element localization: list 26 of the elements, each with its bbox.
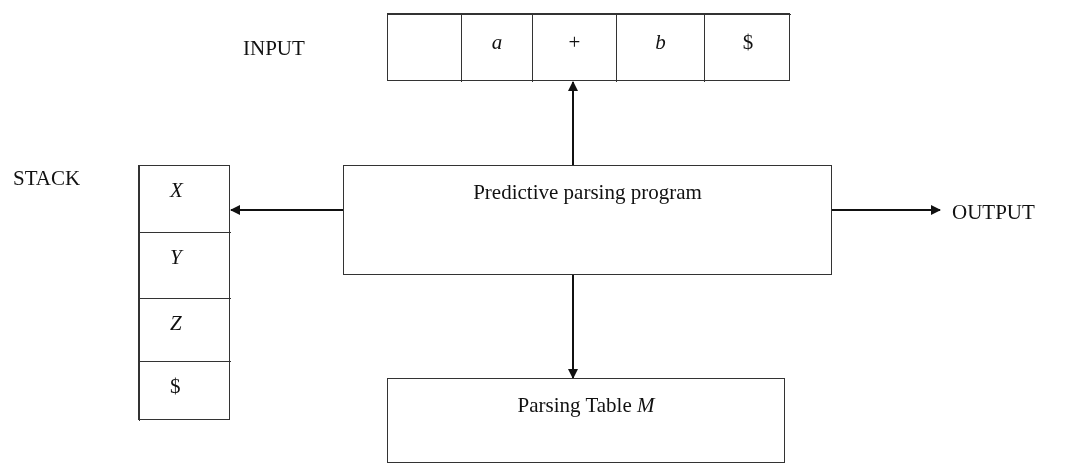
- box-title: Parsing Table M: [517, 393, 655, 417]
- box-title: Predictive parsing program: [473, 180, 702, 204]
- output-text: OUTPUT: [952, 200, 1035, 224]
- arrow: [230, 205, 344, 215]
- symbol: $: [742, 30, 754, 55]
- symbol: X: [170, 178, 183, 203]
- stack-cell: [139, 298, 231, 361]
- arrow: [568, 81, 578, 166]
- arrow: [831, 205, 941, 215]
- stack-cell: [139, 361, 231, 421]
- tape-cell: [704, 14, 791, 82]
- tape-cell: [461, 14, 532, 82]
- symbol: b: [655, 30, 666, 55]
- symbol: $: [170, 374, 181, 399]
- tape-cell: [532, 14, 616, 82]
- symbol: a: [491, 30, 503, 55]
- stack-label: STACK: [13, 166, 81, 191]
- tape-cell: [616, 14, 704, 82]
- symbol: +: [568, 30, 581, 55]
- process-box: [387, 378, 785, 463]
- arrow: [568, 274, 578, 379]
- symbol: Y: [170, 245, 182, 270]
- stack-cell: [139, 232, 231, 298]
- process-box: [343, 165, 832, 275]
- symbol: Z: [170, 311, 182, 336]
- input-label: INPUT: [243, 36, 305, 61]
